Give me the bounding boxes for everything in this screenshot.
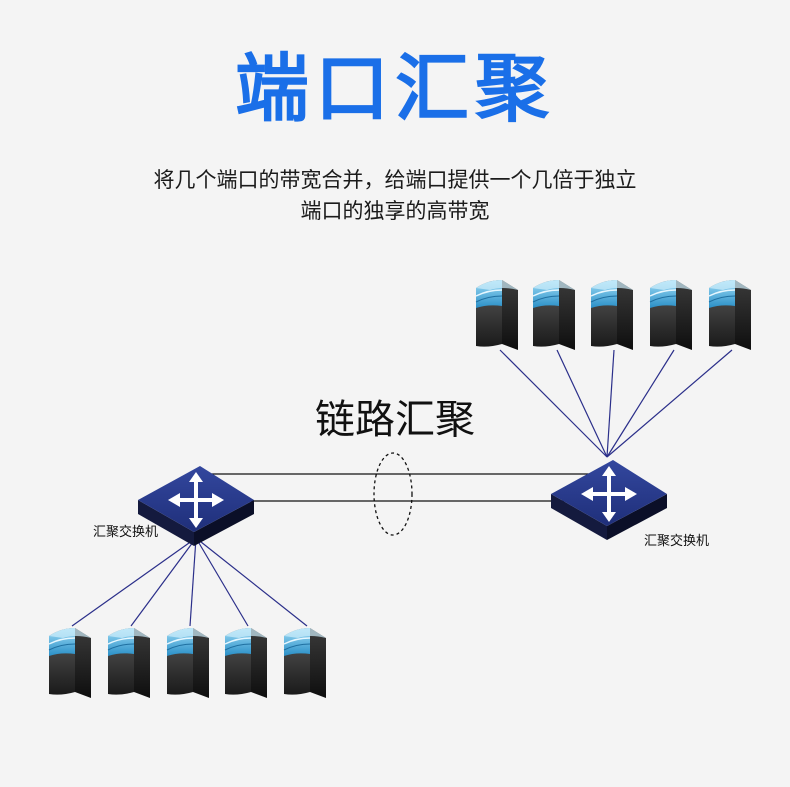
server-icon [708,279,752,351]
server-icon [107,627,151,699]
description-line-2: 端口的独享的高带宽 [300,199,490,223]
aggregation-ellipse [373,452,413,536]
server-icon [166,627,210,699]
server-icon [283,627,327,699]
right-switch-label: 汇聚交换机 [644,534,710,549]
link-aggregation-label: 链路汇聚 [315,397,475,443]
bottom-server-wires [71,537,308,627]
server-icon [475,279,519,351]
server-icon [224,627,268,699]
page-title: 端口汇聚 [235,46,555,132]
top-server-wires [499,349,733,458]
server-icon [532,279,576,351]
description-line-1: 将几个端口的带宽合并，给端口提供一个几倍于独立 [153,168,637,192]
server-icon [649,279,693,351]
server-icon [48,627,92,699]
right-switch-icon [549,458,669,542]
server-icon [590,279,634,351]
aggregated-links [200,473,595,502]
left-switch-label: 汇聚交换机 [93,525,159,540]
